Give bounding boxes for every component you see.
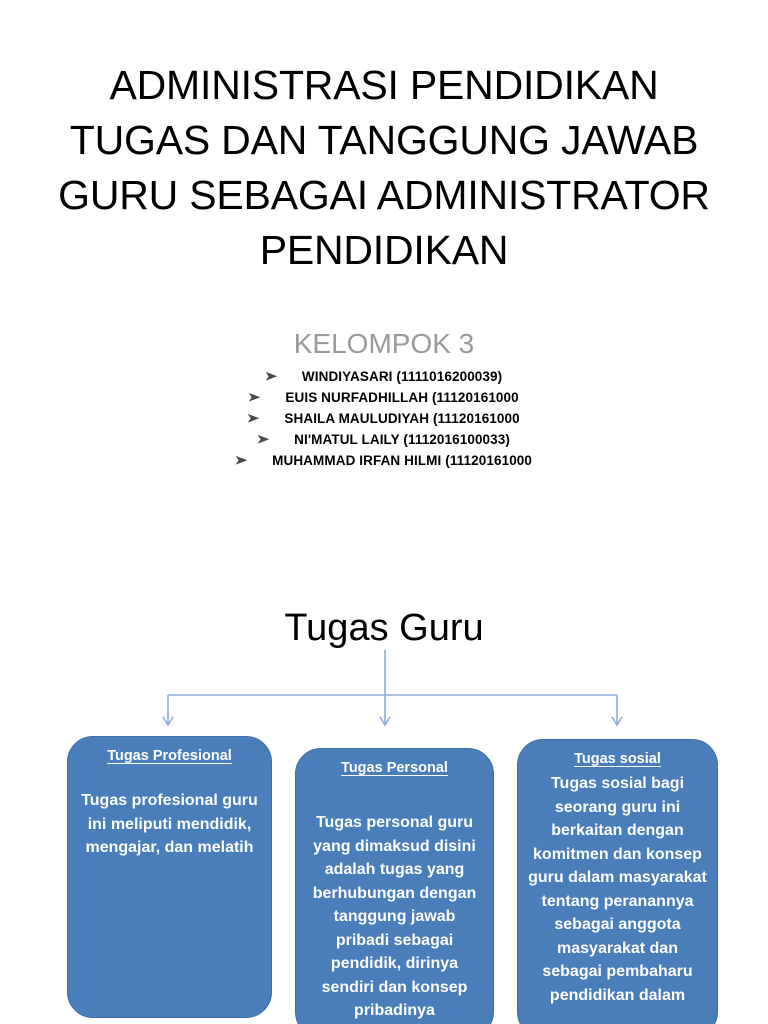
member-list: ➤ WINDIYASARI (1111016200039) ➤ EUIS NURFA…: [0, 366, 768, 471]
group-label: KELOMPOK 3: [293, 328, 475, 359]
arrowhead-left-icon: [162, 716, 174, 727]
box-heading: Tugas Personal: [341, 760, 448, 776]
arrow-bullet-icon: ➤: [264, 369, 278, 383]
box-body: Tugas personal guru yang dimaksud disini…: [312, 814, 477, 1019]
list-item: ➤ MUHAMMAD IRFAN HILMI (11120161000: [0, 450, 768, 471]
box-body: Tugas sosial bagi seorang guru ini berka…: [528, 775, 707, 1004]
box-heading: Tugas Profesional: [107, 748, 232, 764]
title-line-4: PENDIDIKAN: [259, 227, 509, 273]
title-line-3: GURU SEBAGAI ADMINISTRATOR: [58, 172, 710, 218]
list-item: ➤ SHAILA MAULUDIYAH (11120161000: [0, 408, 768, 429]
arrowhead-right-icon: [611, 716, 623, 727]
arrow-bullet-icon: ➤: [234, 453, 248, 467]
list-item: ➤ WINDIYASARI (1111016200039): [0, 366, 768, 387]
diagram-box-tugas-personal[interactable]: Tugas Personal Tugas personal guru yang …: [295, 748, 494, 1024]
box-body: Tugas profesional guru ini meliputi mend…: [81, 792, 258, 856]
member-name: SHAILA MAULUDIYAH (11120161000: [284, 411, 520, 426]
member-name: NI'MATUL LAILY (1112016100033): [294, 432, 510, 447]
member-name: WINDIYASARI (1111016200039): [301, 369, 503, 384]
page-title: ADMINISTRASI PENDIDIKAN TUGAS DAN TANGGU…: [40, 58, 728, 278]
list-item: ➤ EUIS NURFADHILLAH (11120161000: [0, 387, 768, 408]
diagram-title: Tugas Guru: [284, 607, 484, 649]
list-item: ➤ NI'MATUL LAILY (1112016100033): [0, 429, 768, 450]
title-line-1: ADMINISTRASI PENDIDIKAN: [109, 62, 659, 108]
member-name: MUHAMMAD IRFAN HILMI (11120161000: [272, 453, 533, 468]
diagram-box-tugas-sosial[interactable]: Tugas sosial Tugas sosial bagi seorang g…: [517, 739, 718, 1024]
arrow-bullet-icon: ➤: [247, 390, 261, 404]
arrowhead-center-icon: [379, 716, 391, 727]
diagram-box-tugas-profesional[interactable]: Tugas Profesional Tugas profesional guru…: [67, 736, 272, 1018]
box-heading: Tugas sosial: [574, 751, 661, 767]
member-name: EUIS NURFADHILLAH (11120161000: [285, 390, 519, 405]
arrow-bullet-icon: ➤: [256, 432, 270, 446]
arrow-bullet-icon: ➤: [246, 411, 260, 425]
diagram-connector: [162, 650, 623, 727]
title-line-2: TUGAS DAN TANGGUNG JAWAB: [69, 117, 699, 163]
